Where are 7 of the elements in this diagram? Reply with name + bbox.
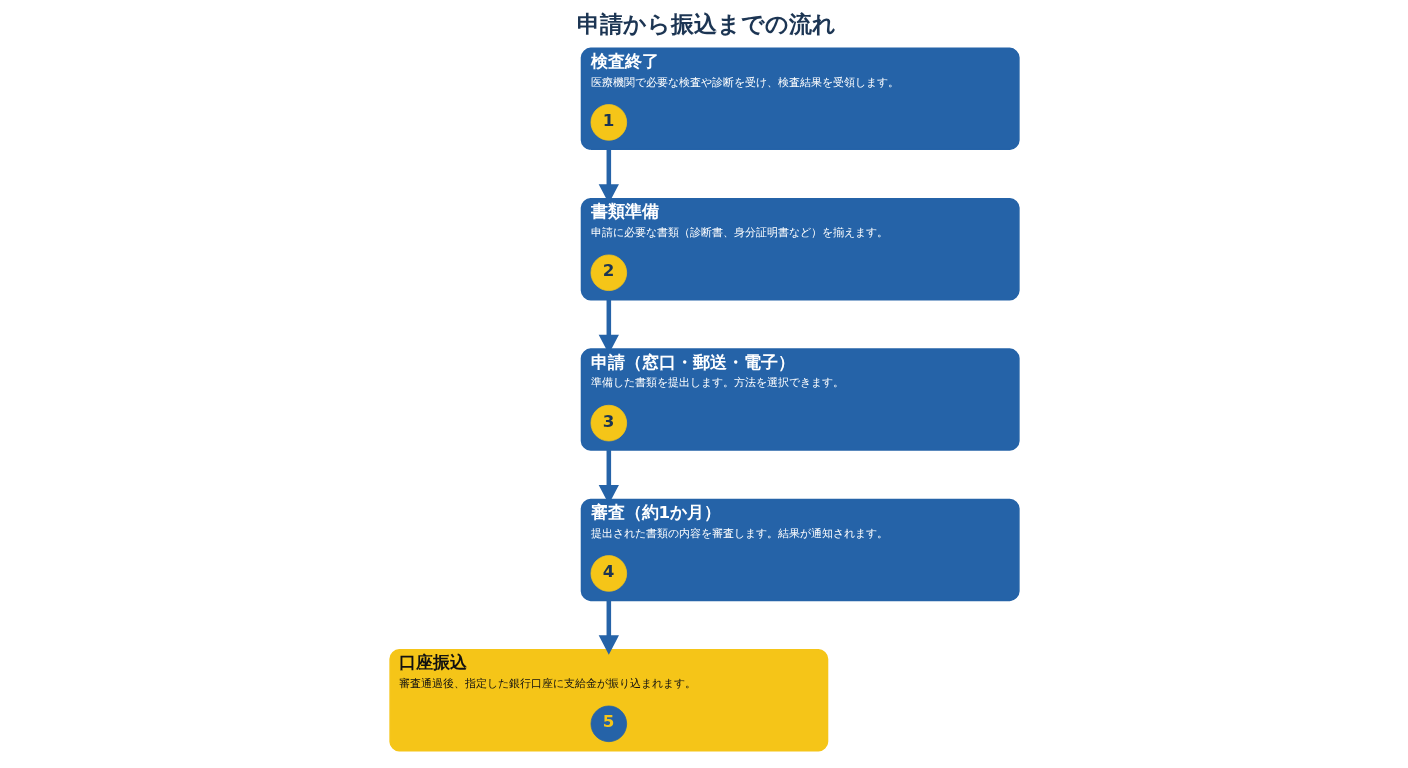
diagram-title: 申請から振込までの流れ: [576, 10, 836, 37]
node-circle: 1: [590, 104, 627, 141]
node-circle: 2: [590, 254, 627, 291]
node-circle: 5: [590, 705, 627, 743]
node-circle: 4: [590, 555, 627, 592]
node-circle: 3: [590, 404, 627, 442]
arrow: [598, 600, 619, 655]
